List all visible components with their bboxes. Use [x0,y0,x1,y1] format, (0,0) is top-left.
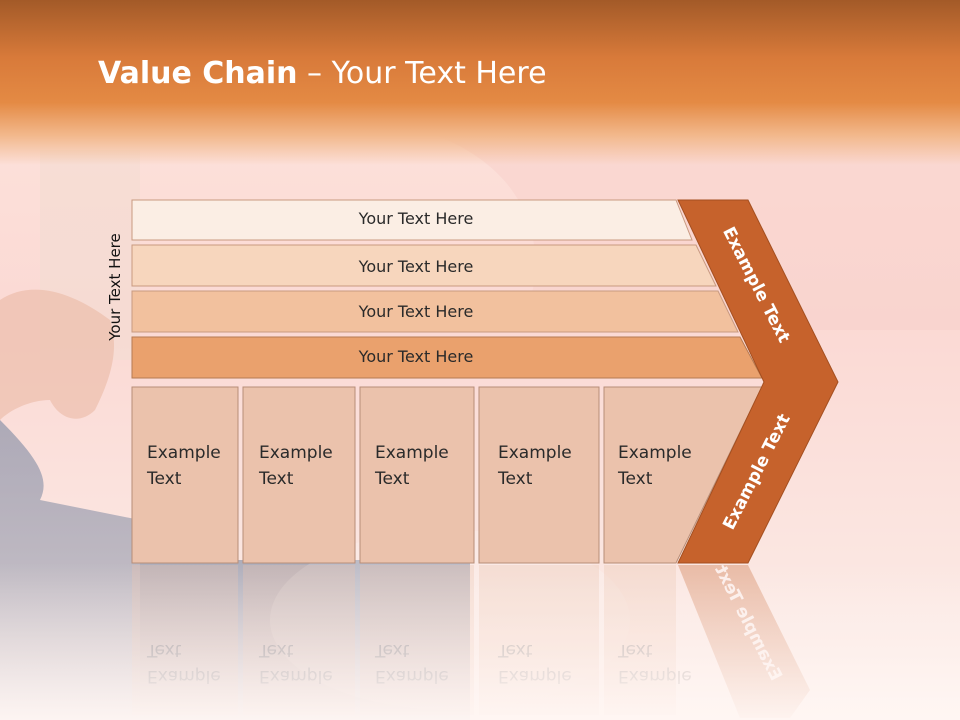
band-4-label: Your Text Here [358,347,474,366]
cell-4-line-2: Text [498,469,533,489]
cell-2-line-2: Text [259,469,294,489]
cell-1-line-1: Example [147,443,221,463]
band-2 [131,244,717,287]
slide-title: Value Chain – Your Text Here [98,56,547,91]
cell-5-line-1: Example [618,443,692,463]
reflection-fade [0,563,960,720]
cell-4-line-1: Example [498,443,572,463]
cell-3-line-1: Example [375,443,449,463]
cell-3 [359,386,475,564]
band-3 [131,290,739,333]
cell-2-line-1: Example [259,443,333,463]
band-3-label: Your Text Here [358,302,474,321]
cell-5-line-2: Text [618,469,653,489]
title-rest: – Your Text Here [297,56,547,91]
title-bold: Value Chain [98,56,298,91]
cell-4 [478,386,600,564]
header-bar [0,0,960,165]
cell-1 [131,386,239,564]
cell-1-line-2: Text [147,469,182,489]
band-1-label: Your Text Here [358,209,474,228]
band-1 [131,199,693,241]
cell-3-line-2: Text [375,469,410,489]
band-2-label: Your Text Here [358,257,474,276]
